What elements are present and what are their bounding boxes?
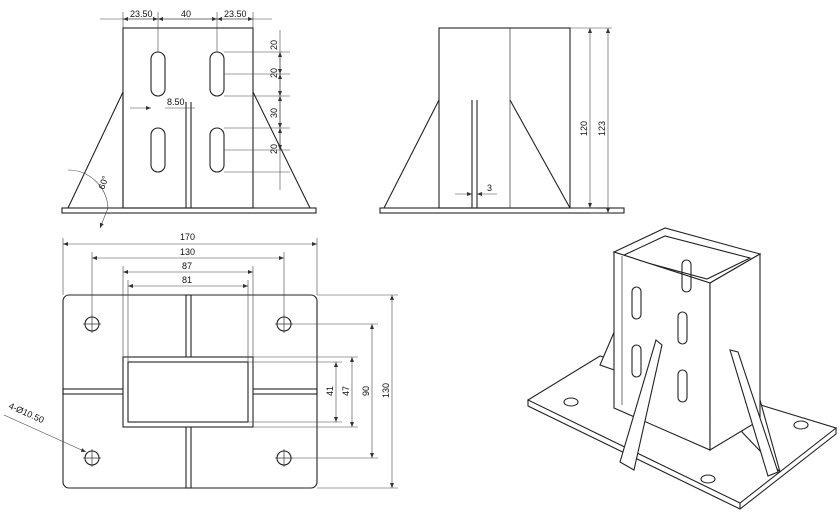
dim-slot-spacing: 40 (181, 9, 191, 19)
dim-total-height: 130 (381, 383, 391, 398)
dim-left-offset: 23.50 (130, 9, 153, 19)
front-tube (122, 27, 254, 209)
front-view: 23.50 40 23.50 8.50 20 20 30 20 60° (61, 9, 317, 229)
front-slot (209, 127, 225, 173)
iso-slot (677, 369, 688, 403)
iso-hole (793, 420, 809, 430)
dim-v4: 20 (269, 144, 279, 154)
dim-v2: 20 (269, 68, 279, 78)
front-gusset-left (67, 91, 124, 209)
dim-right-offset: 23.50 (224, 9, 247, 19)
dim-tube-inner: 81 (182, 275, 192, 285)
dim-angle: 60° (96, 174, 110, 191)
front-slot (150, 51, 166, 97)
iso-slot (631, 344, 642, 378)
side-view: 3 120 123 (379, 27, 625, 214)
iso-slot (677, 311, 688, 345)
mount-hole (83, 315, 101, 333)
dim-slot-width: 8.50 (167, 97, 185, 107)
iso-hole (700, 474, 716, 484)
dim-plate: 3 (487, 183, 492, 193)
dim-height-inner: 120 (579, 121, 589, 136)
dim-height-total: 123 (597, 121, 607, 136)
dim-tube-inner-h: 41 (325, 386, 335, 396)
dim-hole-spacing-y: 90 (361, 386, 371, 396)
side-base-plate (379, 207, 625, 214)
top-tube-inner (127, 361, 249, 423)
dim-total-width: 170 (180, 232, 195, 242)
iso-slot (681, 259, 692, 293)
iso-hole (563, 397, 579, 407)
top-tube-outer (122, 356, 254, 428)
mount-hole (275, 315, 293, 333)
front-slot (209, 51, 225, 97)
mount-hole (83, 449, 101, 467)
mount-hole (275, 449, 293, 467)
iso-slot (631, 286, 642, 320)
isometric-view (526, 227, 838, 510)
dim-tube-outer-h: 47 (341, 386, 351, 396)
dim-hole-spacing-x: 130 (180, 247, 195, 257)
dim-v1: 20 (269, 40, 279, 50)
side-tube (438, 27, 571, 209)
dim-v3: 30 (269, 108, 279, 118)
side-gusset-right (509, 99, 571, 209)
front-slot (150, 127, 166, 173)
top-view: 170 130 87 81 41 47 90 130 4-Ø10.50 (3, 232, 398, 489)
iso-gusset-front (619, 339, 663, 471)
dim-holes: 4-Ø10.50 (7, 401, 45, 425)
dim-tube-outer: 87 (182, 261, 192, 271)
front-base-plate (61, 207, 317, 214)
side-gusset-left (383, 99, 440, 209)
